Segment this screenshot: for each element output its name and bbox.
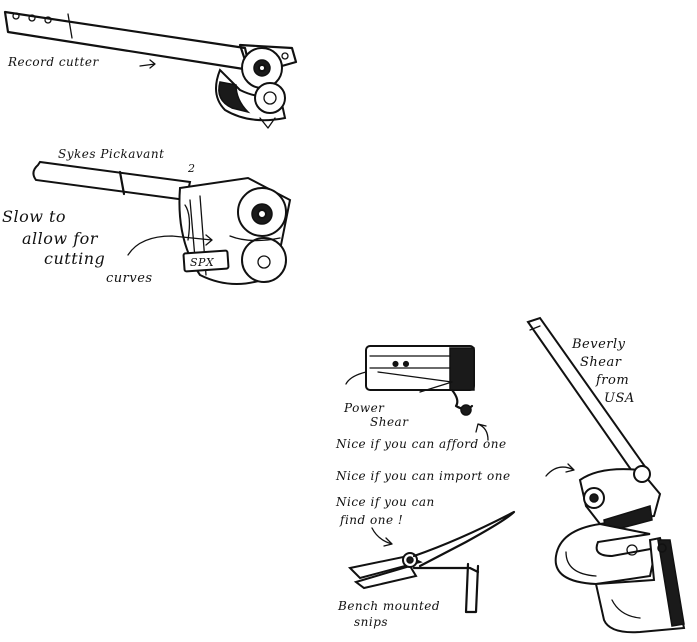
bench-snips-drawing [347, 510, 516, 614]
beverly-label-line4: USA [604, 391, 635, 406]
nice-import-arrow [545, 463, 575, 477]
beverly-shear-drawing [526, 316, 686, 634]
slow-label-line2: allow for [22, 229, 99, 248]
slow-label-line1: Slow to [2, 207, 66, 226]
slow-label-line3: cutting [44, 249, 105, 268]
nice-find-arrow [371, 527, 393, 547]
power-shear-drawing: ● ● [345, 345, 475, 416]
bench-snips-label-line2: snips [354, 615, 388, 629]
record-cutter-drawing [3, 10, 298, 129]
power-shear-label-line2: Shear [370, 415, 409, 429]
sykes-label-line1: Sykes Pickavant [58, 147, 164, 161]
nice-afford-label: Nice if you can afford one [335, 437, 507, 451]
slow-label-arrow [127, 234, 213, 256]
sykes-pickavant-drawing [32, 160, 292, 285]
spx-plate-label: SPX [190, 256, 215, 269]
power-shear-label-line1: Power [343, 401, 385, 415]
power-shear-arrow [475, 423, 489, 441]
beverly-label-line3: from [595, 373, 629, 388]
beverly-label-line2: Shear [580, 355, 622, 370]
svg-text:● ●: ● ● [392, 359, 410, 368]
record-cutter-label: Record cutter [7, 55, 100, 69]
nice-find-label-line1: Nice if you can [335, 495, 435, 509]
slow-label-line4: curves [106, 271, 153, 286]
beverly-label-line1: Beverly [571, 337, 626, 352]
nice-find-label-line2: find one ! [339, 513, 403, 527]
bench-snips-label-line1: Bench mounted [337, 599, 440, 613]
sykes-label-line2: 2 [187, 162, 196, 175]
nice-import-label: Nice if you can import one [335, 469, 511, 483]
record-cutter-arrow [139, 59, 156, 69]
